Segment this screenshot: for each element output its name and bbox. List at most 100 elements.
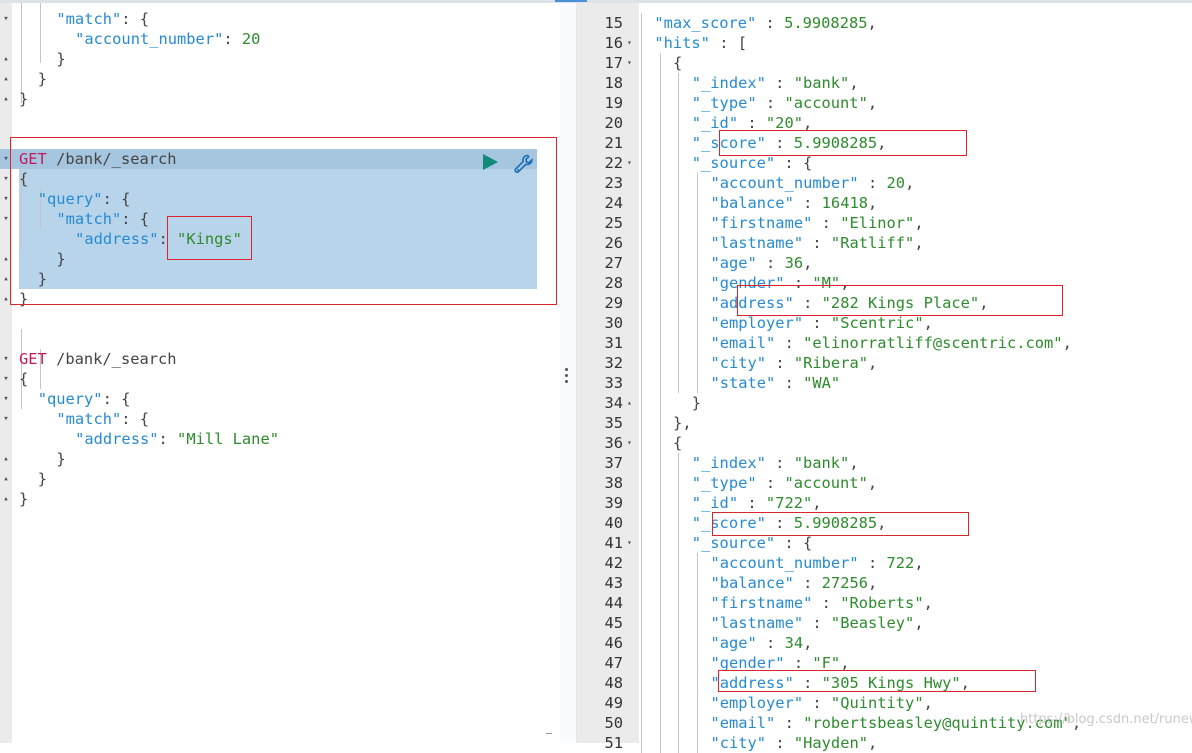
code-token: :: [223, 30, 242, 48]
code-token: ,: [812, 494, 822, 512]
code-token: "Elinor": [840, 214, 915, 232]
unfold-arrow-icon[interactable]: ▴: [3, 474, 9, 484]
request-line: }: [19, 289, 28, 309]
code-token: ,: [849, 74, 859, 92]
code-token: "match": [56, 10, 122, 28]
line-number: 48: [604, 674, 623, 692]
code-token: }: [56, 50, 66, 68]
unfold-arrow-icon[interactable]: ▴: [3, 254, 9, 264]
response-line: "address" : "305 Kings Hwy",: [710, 673, 970, 693]
resize-handle[interactable]: [546, 733, 552, 734]
unfold-arrow-icon[interactable]: ▴: [3, 74, 9, 84]
code-token: "722": [765, 494, 813, 512]
response-line: {: [673, 53, 682, 73]
code-token: "Mill Lane": [177, 430, 279, 448]
response-line: "email" : "robertsbeasley@quintity.com",: [710, 713, 1081, 733]
active-line-highlight: [0, 149, 537, 169]
request-line: "query": {: [38, 389, 131, 409]
response-line: }: [692, 393, 701, 413]
code-token: ,: [849, 454, 859, 472]
code-token: :: [803, 234, 831, 252]
fold-arrow-icon[interactable]: ▾: [3, 394, 9, 404]
fold-arrow-icon[interactable]: ▾: [627, 538, 632, 547]
response-line: "city" : "Ribera",: [710, 353, 877, 373]
fold-arrow-icon[interactable]: ▾: [627, 58, 632, 67]
response-gutter: [577, 3, 639, 743]
fold-arrow-icon[interactable]: ▾: [3, 174, 9, 184]
code-token: }: [19, 490, 29, 508]
unfold-arrow-icon[interactable]: ▴: [3, 454, 9, 464]
fold-arrow-icon[interactable]: ▾: [627, 438, 632, 447]
line-number: 36: [604, 434, 623, 452]
response-line: "hits" : [: [654, 33, 747, 53]
fold-arrow-icon[interactable]: ▾: [3, 414, 9, 424]
code-token: "bank": [793, 454, 850, 472]
code-token: "bank": [793, 74, 850, 92]
code-token: {: [19, 370, 29, 388]
fold-arrow-icon[interactable]: ▾: [627, 38, 632, 47]
drag-handle-icon[interactable]: [565, 368, 569, 386]
response-line: "_type" : "account",: [692, 473, 877, 493]
code-token: ,: [867, 14, 877, 32]
code-token: :: [766, 354, 794, 372]
code-token: : [: [709, 34, 748, 52]
code-token: 5.9908285: [793, 134, 878, 152]
code-token: 34: [784, 634, 804, 652]
fold-arrow-icon[interactable]: ▾: [3, 154, 9, 164]
response-line: "_id" : "722",: [692, 493, 822, 513]
fold-arrow-icon[interactable]: ▾: [3, 214, 9, 224]
unfold-arrow-icon[interactable]: ▴: [3, 94, 9, 104]
unfold-arrow-icon[interactable]: ▴: [3, 294, 9, 304]
line-number: 50: [604, 714, 623, 732]
code-token: "M": [812, 274, 841, 292]
code-token: 5.9908285: [793, 514, 878, 532]
code-token: "max_score": [654, 14, 757, 32]
code-token: "robertsbeasley@quintity.com": [803, 714, 1072, 732]
response-line: "employer" : "Quintity",: [710, 693, 932, 713]
fold-arrow-icon[interactable]: ▾: [3, 374, 9, 384]
request-editor[interactable]: ▾▴▴▴▾▾▾▾▴▴▴▾▾▾▾▴▴▴ "match": {"account_nu…: [0, 3, 560, 743]
response-line: "balance" : 16418,: [710, 193, 877, 213]
code-token: "Roberts": [840, 594, 924, 612]
code-token: "account": [784, 94, 868, 112]
code-token: :: [784, 654, 813, 672]
code-token: "balance": [710, 574, 794, 592]
panel-splitter[interactable]: [560, 3, 577, 743]
request-line: }: [19, 89, 28, 109]
line-number: 30: [604, 314, 623, 332]
play-icon[interactable]: [480, 152, 500, 172]
line-number: 40: [604, 514, 623, 532]
code-token: ,: [914, 614, 924, 632]
response-line: "_source" : {: [692, 153, 812, 173]
code-token: "hits": [654, 34, 710, 52]
line-number: 45: [604, 614, 623, 632]
score-annotation-1: [719, 130, 967, 156]
fold-arrow-icon[interactable]: ▾: [627, 158, 632, 167]
code-token: ,: [960, 674, 970, 692]
code-token: "state": [710, 374, 776, 392]
unfold-arrow-icon[interactable]: ▴: [627, 398, 632, 407]
fold-arrow-icon[interactable]: ▾: [3, 14, 9, 24]
code-token: {: [673, 54, 683, 72]
response-line: "_id" : "20",: [692, 113, 813, 133]
response-line: "_source" : {: [692, 533, 812, 553]
code-token: "F": [812, 654, 841, 672]
code-token: "Ratliff": [830, 234, 915, 252]
unfold-arrow-icon[interactable]: ▴: [3, 54, 9, 64]
response-line: "address" : "282 Kings Place",: [710, 293, 988, 313]
code-token: }: [19, 290, 29, 308]
line-number: 42: [604, 554, 623, 572]
wrench-icon[interactable]: [512, 152, 536, 176]
code-token: ,: [840, 654, 850, 672]
indent-guide: [39, 189, 41, 229]
unfold-arrow-icon[interactable]: ▴: [3, 494, 9, 504]
unfold-arrow-icon[interactable]: ▴: [3, 274, 9, 284]
fold-arrow-icon[interactable]: ▾: [3, 194, 9, 204]
indent-guide: [21, 3, 22, 103]
request-line: "address": "Mill Lane": [75, 429, 279, 449]
code-token: : {: [121, 210, 150, 228]
line-number: 32: [604, 354, 623, 372]
fold-arrow-icon[interactable]: ▾: [3, 354, 9, 364]
line-number: 16: [604, 34, 623, 52]
